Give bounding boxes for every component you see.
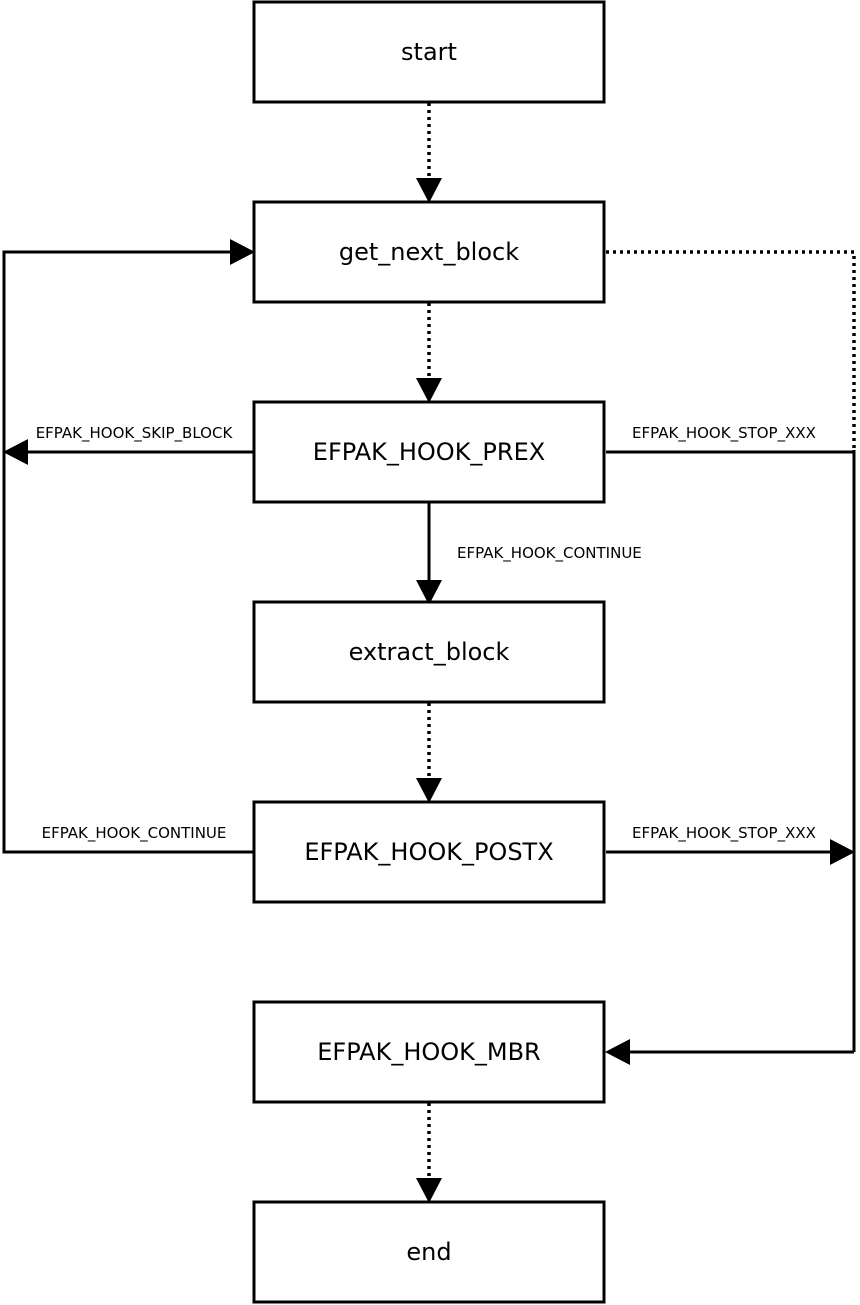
node-get-next-block: get_next_block [252, 200, 606, 304]
edge-label-prex-stop: EFPAK_HOOK_STOP_XXX [632, 424, 816, 443]
edge-prex-to-extract-block [416, 503, 442, 605]
edge-get-next-block-to-prex [416, 303, 442, 403]
node-hook-prex: EFPAK_HOOK_PREX [252, 400, 606, 504]
edge-start-to-get-next-block [416, 103, 442, 203]
edge-right-bus-to-mbr [605, 1039, 854, 1065]
edge-label-postx-continue: EFPAK_HOOK_CONTINUE [42, 824, 227, 843]
node-hook-mbr-label: EFPAK_HOOK_MBR [317, 1038, 540, 1066]
edge-extract-block-to-postx [416, 703, 442, 803]
node-extract-block-label: extract_block [349, 638, 510, 666]
node-end-label: end [406, 1238, 451, 1266]
edge-postx-to-right-bus [606, 839, 855, 865]
node-get-next-block-label: get_next_block [339, 238, 519, 266]
edge-mbr-to-end [416, 1103, 442, 1203]
node-hook-prex-label: EFPAK_HOOK_PREX [313, 438, 545, 466]
node-hook-postx-label: EFPAK_HOOK_POSTX [304, 838, 553, 866]
node-hook-postx: EFPAK_HOOK_POSTX [252, 800, 606, 904]
edge-postx-loop-to-get-next-block [2, 239, 255, 854]
node-hook-mbr: EFPAK_HOOK_MBR [252, 1000, 606, 1104]
edge-label-prex-skip-block: EFPAK_HOOK_SKIP_BLOCK [36, 424, 234, 443]
node-extract-block: extract_block [252, 600, 606, 704]
node-end: end [252, 1200, 606, 1304]
edge-prex-to-left-bus [3, 439, 253, 465]
edge-label-postx-stop: EFPAK_HOOK_STOP_XXX [632, 824, 816, 843]
node-start: start [252, 0, 606, 104]
node-start-label: start [401, 38, 457, 66]
edge-get-next-block-to-right-bus [606, 250, 856, 448]
edge-label-prex-continue: EFPAK_HOOK_CONTINUE [457, 544, 642, 563]
